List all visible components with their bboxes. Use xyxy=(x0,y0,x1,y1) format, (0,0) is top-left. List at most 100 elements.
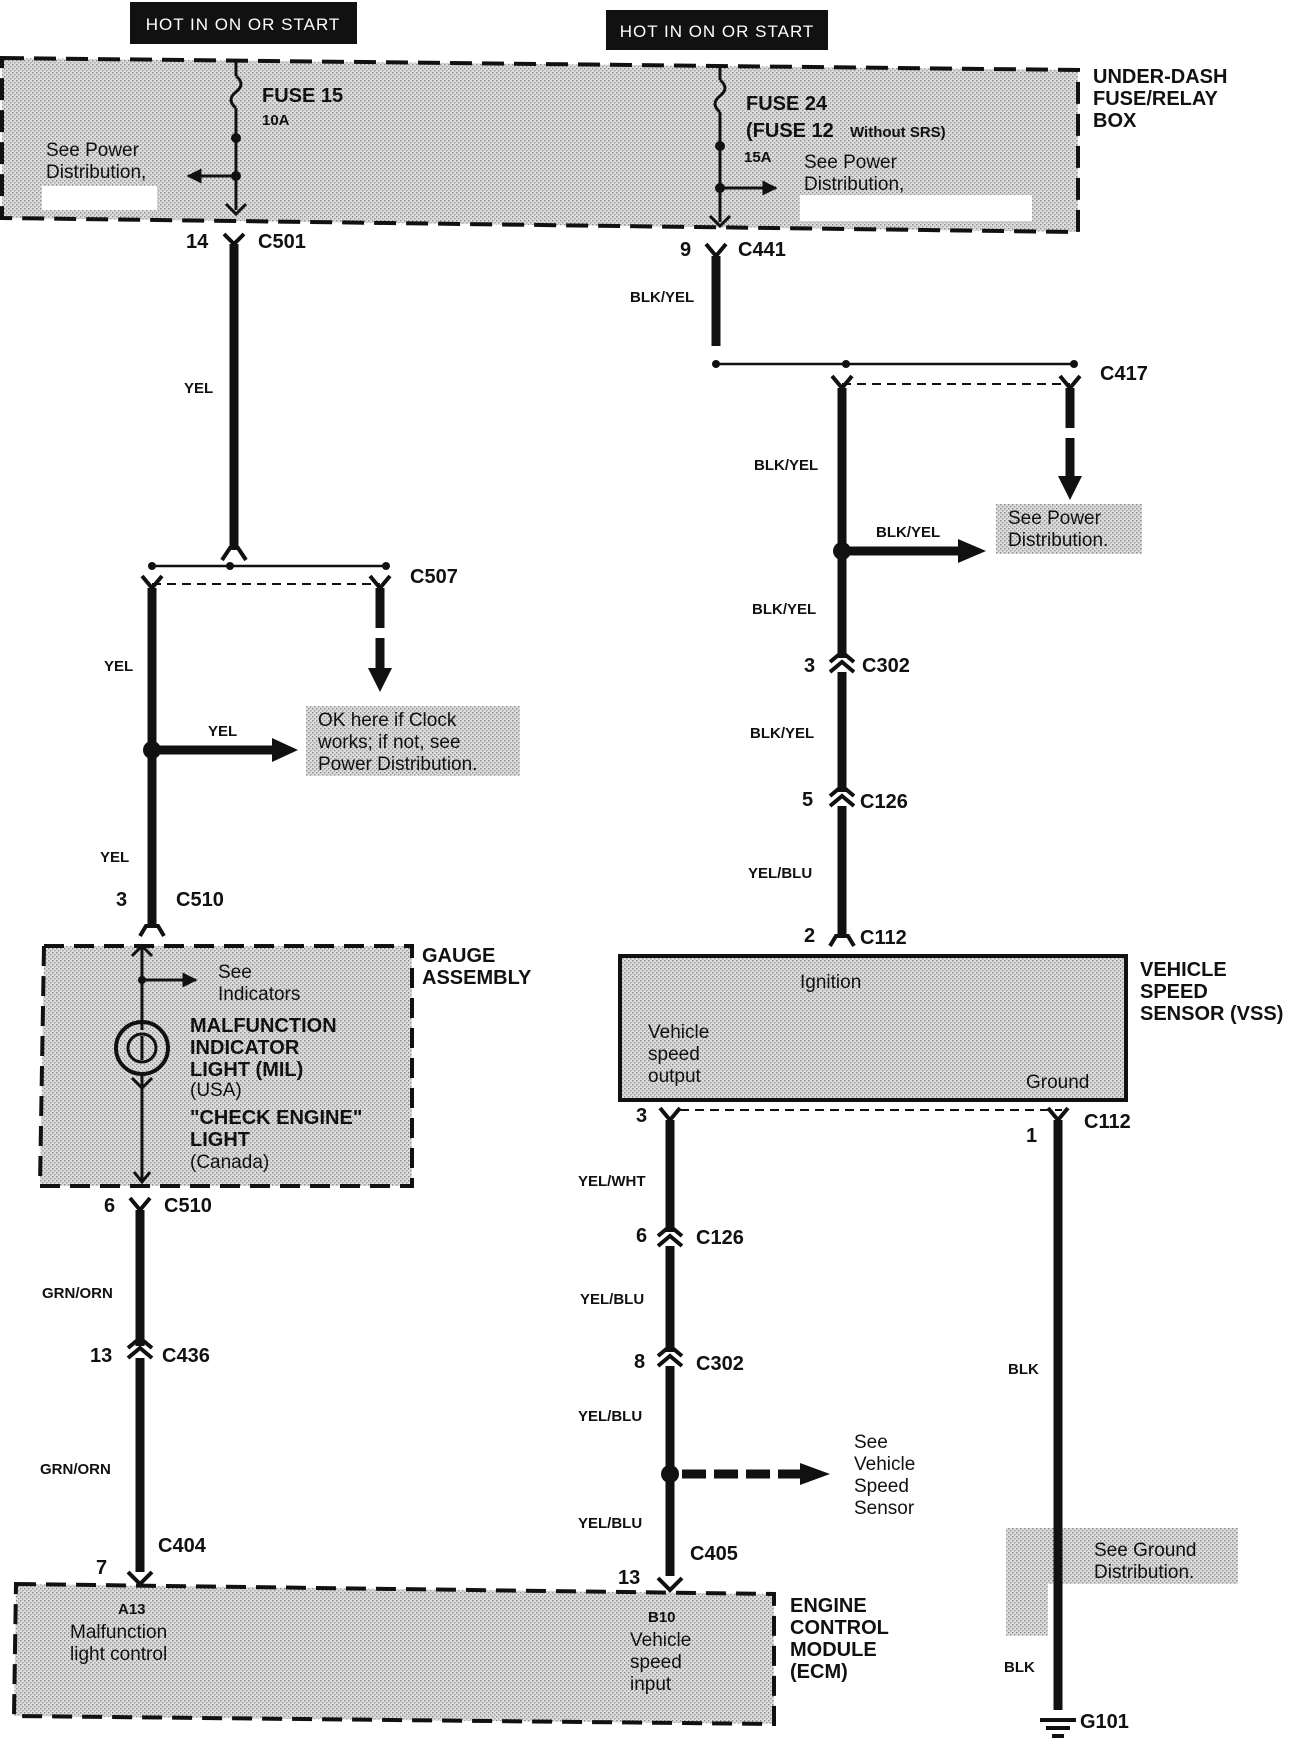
g101-label: G101 xyxy=(1080,1711,1129,1733)
wire-label-blk-2: BLK xyxy=(1004,1659,1035,1676)
vss-output-1: Vehicle xyxy=(648,1022,709,1043)
c501-pin: 14 xyxy=(186,231,209,253)
c510-top-label: C510 xyxy=(176,889,224,911)
vss-output-2: speed xyxy=(648,1044,700,1065)
splice-c417 xyxy=(712,360,1082,500)
connector-c405 xyxy=(656,1576,684,1593)
see-ground-2: Distribution. xyxy=(1094,1562,1194,1583)
fuse-15-name: FUSE 15 xyxy=(262,85,343,107)
c112-bot-label: C112 xyxy=(1084,1111,1131,1133)
arrow-power-head xyxy=(958,539,986,563)
vss-ignition: Ignition xyxy=(800,972,861,993)
wire-label-yel-blu-4: YEL/BLU xyxy=(578,1515,642,1532)
vss-title-2: SPEED xyxy=(1140,981,1208,1003)
mil-line-1: MALFUNCTION xyxy=(190,1015,337,1037)
ecm-a13-line1: Malfunction xyxy=(70,1622,167,1643)
c441-label: C441 xyxy=(738,239,786,261)
c441-pin: 9 xyxy=(680,239,691,261)
see-vss-2: Vehicle xyxy=(854,1454,915,1475)
ecm-title-3: MODULE xyxy=(790,1639,877,1661)
wire-label-yel-arrow: YEL xyxy=(208,723,237,740)
c126-b-pin: 6 xyxy=(636,1225,647,1247)
vss-ground: Ground xyxy=(1026,1072,1089,1093)
mil-line-3: LIGHT (MIL) xyxy=(190,1059,303,1081)
c126-label: C126 xyxy=(860,791,908,813)
connector-c302 xyxy=(828,649,856,674)
fuse-15-amp: 10A xyxy=(262,112,290,129)
ecm-a13-pin: A13 xyxy=(118,1601,146,1618)
mil-line-2: INDICATOR xyxy=(190,1037,300,1059)
see-power-2-line2: Distribution, xyxy=(804,174,904,195)
c404-label: C404 xyxy=(158,1535,207,1557)
hot-label-right: HOT IN ON OR START xyxy=(606,10,828,50)
c112-left-pin: 3 xyxy=(636,1105,647,1127)
see-indicators-1: See xyxy=(218,962,252,983)
connector-c510-bot xyxy=(128,1196,152,1214)
ground-note-box xyxy=(1006,1528,1238,1636)
c510-bot-label: C510 xyxy=(164,1195,212,1217)
connector-c510-top xyxy=(138,924,166,938)
c501-label: C501 xyxy=(258,231,306,253)
see-power-1-line1: See Power xyxy=(46,140,140,161)
check-engine-1: "CHECK ENGINE" xyxy=(190,1107,362,1129)
arrow-clock-head xyxy=(272,738,298,762)
c112-right-pin: 1 xyxy=(1026,1125,1037,1147)
note-ok-clock: OK here if Clock works; if not, see Powe… xyxy=(306,706,520,776)
fuse-box-title-1: UNDER-DASH xyxy=(1093,66,1227,88)
connector-c126-b xyxy=(656,1223,684,1248)
see-vss-1: See xyxy=(854,1432,888,1453)
ground-symbol xyxy=(1040,1718,1076,1738)
svg-text:OK here if Clock: OK here if Clock xyxy=(318,710,457,731)
gauge-title-1: GAUGE xyxy=(422,945,495,967)
connector-c441 xyxy=(704,242,728,260)
splice-c507 xyxy=(140,562,392,692)
connector-c501 xyxy=(222,232,246,247)
fuse-24-alt-note: Without SRS) xyxy=(850,124,946,141)
c112-top-label: C112 xyxy=(860,927,907,949)
fuse-24-name: FUSE 24 xyxy=(746,93,828,115)
svg-text:HOT IN ON OR START: HOT IN ON OR START xyxy=(146,15,341,34)
wire-label-blk-yel-arrow: BLK/YEL xyxy=(876,524,940,541)
wire-label-blk-yel-2: BLK/YEL xyxy=(754,457,818,474)
fuse-box-title-3: BOX xyxy=(1093,110,1137,132)
ecm-b10-line1: Vehicle xyxy=(630,1630,691,1651)
c417-label: C417 xyxy=(1100,363,1148,385)
ecm-title-1: ENGINE xyxy=(790,1595,867,1617)
see-indicators-2: Indicators xyxy=(218,984,300,1005)
connector-c436 xyxy=(126,1335,154,1360)
c126-pin: 5 xyxy=(802,789,813,811)
fuse-24-alt: (FUSE 12 xyxy=(746,120,834,142)
ecm-box xyxy=(11,1581,776,1727)
vss-title-3: SENSOR (VSS) xyxy=(1140,1003,1283,1025)
splice-dot-clock xyxy=(143,741,161,759)
wire-label-blk-yel-3: BLK/YEL xyxy=(752,601,816,618)
wire-label-blk-yel-1: BLK/YEL xyxy=(630,289,694,306)
vss-title-1: VEHICLE xyxy=(1140,959,1227,981)
mil-usa: (USA) xyxy=(190,1080,242,1101)
svg-text:works; if not, see: works; if not, see xyxy=(317,732,461,753)
see-ground-1: See Ground xyxy=(1094,1540,1196,1561)
wire-label-yel-blu-3: YEL/BLU xyxy=(578,1408,642,1425)
c510-bot-pin: 6 xyxy=(104,1195,115,1217)
c302-b-pin: 8 xyxy=(634,1351,645,1373)
fuse-box-title-2: FUSE/RELAY xyxy=(1093,88,1219,110)
c405-label: C405 xyxy=(690,1543,738,1565)
c405-pin: 13 xyxy=(618,1567,640,1589)
connector-c507-top xyxy=(220,546,248,562)
c404-pin: 7 xyxy=(96,1557,107,1579)
c436-label: C436 xyxy=(162,1345,210,1367)
svg-text:See Power: See Power xyxy=(1008,508,1102,529)
wire-label-blk-1: BLK xyxy=(1008,1361,1039,1378)
connector-c112-top xyxy=(828,934,856,948)
wire-label-blk-yel-4: BLK/YEL xyxy=(750,725,814,742)
note-see-power-right: See Power Distribution. xyxy=(996,504,1142,554)
svg-text:Power Distribution.: Power Distribution. xyxy=(318,754,477,775)
see-power-2-line1: See Power xyxy=(804,152,898,173)
hot-label-left: HOT IN ON OR START xyxy=(130,2,357,44)
ecm-b10-line2: speed xyxy=(630,1652,682,1673)
check-engine-2: LIGHT xyxy=(190,1129,250,1151)
fuse-relay-box xyxy=(0,55,1080,235)
c436-pin: 13 xyxy=(90,1345,112,1367)
ecm-title-2: CONTROL xyxy=(790,1617,889,1639)
